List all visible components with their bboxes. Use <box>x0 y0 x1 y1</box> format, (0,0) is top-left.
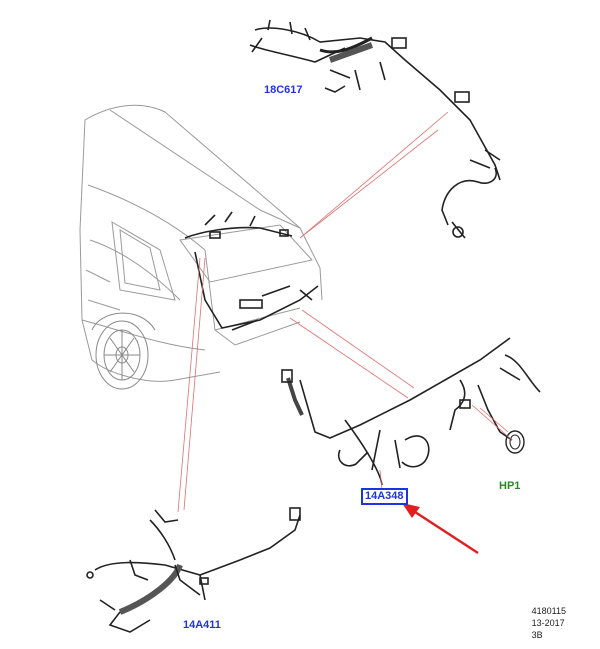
callout-14a411[interactable]: 14A411 <box>183 619 221 631</box>
callout-18c617[interactable]: 18C617 <box>264 84 303 96</box>
wheel <box>91 312 156 390</box>
reference-block: 4180115 13-2017 3B <box>532 605 566 641</box>
leader-line <box>301 309 415 389</box>
reference-code: 3B <box>531 630 543 640</box>
leader-line <box>299 111 449 239</box>
leader-lines <box>177 111 513 513</box>
leader-line <box>183 257 206 511</box>
tailgate-harness <box>184 211 319 331</box>
vehicle-outline <box>79 104 323 382</box>
lower-left-harness <box>86 507 301 633</box>
leader-line <box>177 257 201 513</box>
pointer-arrow <box>402 503 479 555</box>
upper-harness <box>249 19 501 239</box>
lower-right-harness <box>281 337 541 486</box>
leader-line <box>479 407 509 433</box>
reference-number: 4180115 <box>531 606 566 616</box>
leader-line <box>471 404 513 441</box>
callout-14a348[interactable]: 14A348 <box>361 488 408 505</box>
callout-hp1[interactable]: HP1 <box>499 480 521 492</box>
reference-date: 13-2017 <box>531 618 565 628</box>
leader-line <box>299 129 439 239</box>
leader-line <box>289 317 409 399</box>
leader-line <box>379 469 383 491</box>
